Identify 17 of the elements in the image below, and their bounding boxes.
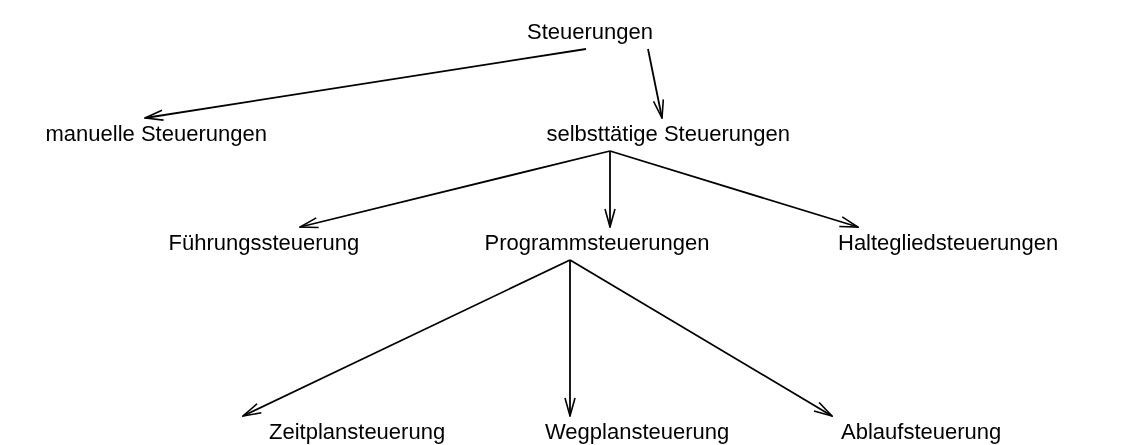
node-label: manuelle Steuerungen — [45, 121, 267, 147]
arrow — [242, 259, 571, 417]
node-label: Zeitplansteuerung — [269, 419, 446, 445]
arrow — [604, 150, 616, 228]
arrow — [144, 48, 587, 121]
arrow — [569, 259, 833, 417]
node-label: Ablaufsteuerung — [841, 419, 1002, 445]
node-label: selbsttätige Steuerungen — [546, 121, 790, 147]
node-label: Steuerungen — [527, 19, 653, 45]
node-label: Haltegliedsteuerungen — [838, 230, 1059, 256]
arrow — [564, 259, 576, 417]
arrow — [609, 150, 859, 228]
arrow — [647, 48, 665, 119]
arrow — [299, 150, 611, 229]
node-label: Wegplansteuerung — [545, 419, 730, 445]
node-label: Programmsteuerungen — [484, 230, 710, 256]
node-label: Führungssteuerung — [168, 230, 360, 256]
